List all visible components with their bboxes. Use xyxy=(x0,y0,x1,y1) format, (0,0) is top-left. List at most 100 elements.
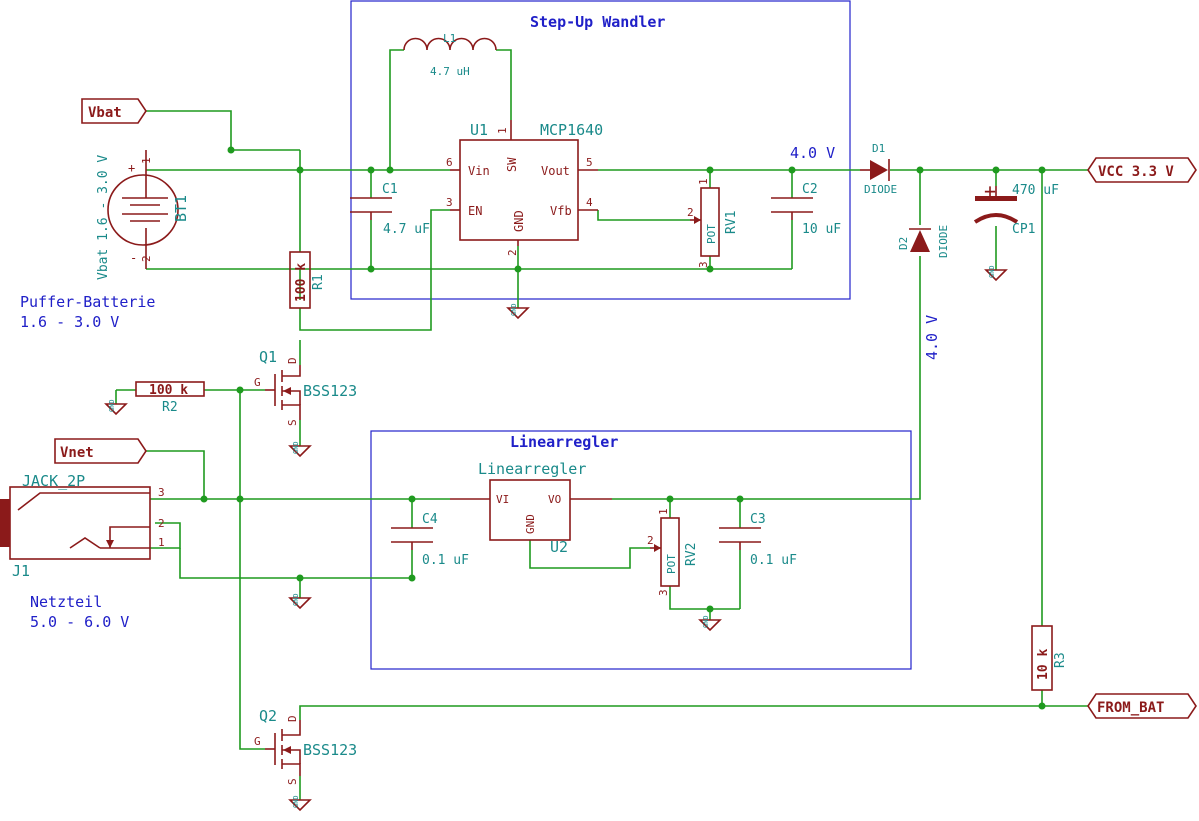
linear-block-title: Linearregler xyxy=(510,433,618,451)
svg-text:FROM_BAT: FROM_BAT xyxy=(1097,700,1164,716)
svg-text:1: 1 xyxy=(496,127,509,134)
svg-text:4.7 uH: 4.7 uH xyxy=(430,65,470,78)
capacitor-c2: C2 10 uF xyxy=(771,182,841,237)
ground-symbol-q1: GND xyxy=(288,441,312,458)
svg-text:R1: R1 xyxy=(311,274,326,290)
svg-text:100 k: 100 k xyxy=(149,383,188,398)
resistor-r3: 10 k R3 xyxy=(1031,625,1068,691)
netzteil-note-line2: 5.0 - 6.0 V xyxy=(30,613,129,631)
svg-text:GND: GND xyxy=(292,795,300,808)
svg-text:D: D xyxy=(286,357,299,364)
ground-symbol-stepup: GND xyxy=(506,303,530,320)
vbat-label: Vbat xyxy=(81,98,147,124)
svg-text:CP1: CP1 xyxy=(1012,222,1035,237)
svg-text:Linearregler: Linearregler xyxy=(478,460,586,478)
svg-text:VO: VO xyxy=(548,493,561,506)
ground-symbol-q2: GND xyxy=(288,795,312,812)
svg-text:Q2: Q2 xyxy=(259,707,277,725)
svg-text:BSS123: BSS123 xyxy=(303,741,357,759)
from-bat-label: FROM_BAT xyxy=(1087,693,1197,719)
power-jack-j1: 3 2 1 JACK_2P J1 xyxy=(0,472,165,580)
svg-text:GND: GND xyxy=(292,441,300,454)
svg-text:10 k: 10 k xyxy=(1036,649,1051,680)
svg-text:U1: U1 xyxy=(470,121,488,139)
svg-text:Vfb: Vfb xyxy=(550,204,572,218)
svg-text:10 uF: 10 uF xyxy=(802,222,841,237)
svg-text:VCC 3.3 V: VCC 3.3 V xyxy=(1098,164,1174,180)
mosfet-q2: G D S Q2 BSS123 xyxy=(254,707,357,785)
svg-text:EN: EN xyxy=(468,204,482,218)
svg-text:POT: POT xyxy=(665,554,678,574)
svg-text:GND: GND xyxy=(108,399,116,412)
linear-block-frame xyxy=(370,430,912,670)
svg-text:3: 3 xyxy=(446,196,453,209)
wires xyxy=(115,49,1088,800)
svg-text:Vout: Vout xyxy=(541,164,570,178)
svg-text:Vin: Vin xyxy=(468,164,490,178)
svg-text:Vbat 1.6 - 3.0 V: Vbat 1.6 - 3.0 V xyxy=(96,155,111,280)
linear-output-voltage: 4.0 V xyxy=(923,315,941,360)
svg-text:2: 2 xyxy=(158,517,165,530)
svg-text:3: 3 xyxy=(158,486,165,499)
svg-text:Vnet: Vnet xyxy=(60,445,94,461)
svg-text:J1: J1 xyxy=(12,562,30,580)
diode-d2: D2 DIODE xyxy=(897,225,950,258)
capacitor-c4: C4 0.1 uF xyxy=(391,512,469,568)
svg-text:6: 6 xyxy=(446,156,453,169)
battery-bt1: + - 1 2 BT1 Vbat 1.6 - 3.0 V xyxy=(96,150,190,280)
svg-text:+: + xyxy=(984,179,996,203)
ic-u1-mcp1640: U1 MCP1640 Vin Vout EN Vfb SW GND 6 3 5 … xyxy=(446,120,603,256)
svg-text:3: 3 xyxy=(697,261,710,268)
ground-symbol-linear: GND xyxy=(698,615,722,632)
svg-text:D2: D2 xyxy=(897,237,910,250)
svg-text:DIODE: DIODE xyxy=(937,225,950,258)
svg-text:2: 2 xyxy=(506,249,519,256)
ground-symbol-jack: GND xyxy=(288,593,312,610)
svg-text:RV2: RV2 xyxy=(684,543,699,566)
svg-text:GND: GND xyxy=(512,210,526,232)
svg-text:D1: D1 xyxy=(872,142,885,155)
svg-text:4: 4 xyxy=(586,196,593,209)
stepup-block-frame xyxy=(350,0,851,300)
svg-text:L1: L1 xyxy=(443,32,456,45)
svg-text:C4: C4 xyxy=(422,512,438,527)
electrolytic-cap-cp1: + 470 uF CP1 xyxy=(973,179,1059,237)
svg-text:3: 3 xyxy=(657,589,670,596)
svg-text:RV1: RV1 xyxy=(724,211,739,234)
ground-symbol-r2: GND xyxy=(104,399,128,416)
potentiometer-rv1: 2 1 3 POT RV1 xyxy=(687,178,739,268)
svg-text:-: - xyxy=(130,251,137,265)
svg-text:JACK_2P: JACK_2P xyxy=(22,472,85,490)
svg-text:Q1: Q1 xyxy=(259,348,277,366)
puffer-note-line1: Puffer-Batterie xyxy=(20,293,155,311)
capacitor-c1: C1 4.7 uF xyxy=(350,182,430,237)
svg-text:1: 1 xyxy=(697,178,710,185)
capacitor-c3: C3 0.1 uF xyxy=(719,512,797,568)
vcc-label: VCC 3.3 V xyxy=(1087,157,1197,183)
svg-text:MCP1640: MCP1640 xyxy=(540,121,603,139)
svg-text:+: + xyxy=(128,161,135,175)
netzteil-note-line1: Netzteil xyxy=(30,593,102,611)
svg-text:R2: R2 xyxy=(162,400,178,415)
svg-text:100 k: 100 k xyxy=(294,263,309,302)
svg-text:2: 2 xyxy=(140,255,153,262)
svg-text:D: D xyxy=(286,715,299,722)
svg-text:DIODE: DIODE xyxy=(864,183,897,196)
ground-symbol-cp1: GND xyxy=(984,265,1008,282)
potentiometer-rv2: 2 1 3 POT RV2 xyxy=(647,508,699,596)
stepup-output-voltage: 4.0 V xyxy=(790,144,835,162)
svg-text:BSS123: BSS123 xyxy=(303,382,357,400)
svg-text:4.7 uF: 4.7 uF xyxy=(383,222,430,237)
inductor-l1: L1 4.7 uH xyxy=(403,32,497,78)
svg-text:G: G xyxy=(254,376,261,389)
svg-text:GND: GND xyxy=(702,615,710,628)
svg-text:GND: GND xyxy=(510,303,518,316)
svg-text:2: 2 xyxy=(687,206,694,219)
resistor-r2: 100 k R2 xyxy=(135,381,205,415)
resistor-r1: 100 k R1 xyxy=(289,251,326,309)
svg-text:R3: R3 xyxy=(1053,652,1068,668)
svg-text:BT1: BT1 xyxy=(172,195,190,222)
svg-text:Vbat: Vbat xyxy=(88,105,122,121)
svg-text:C3: C3 xyxy=(750,512,766,527)
svg-text:2: 2 xyxy=(647,534,654,547)
